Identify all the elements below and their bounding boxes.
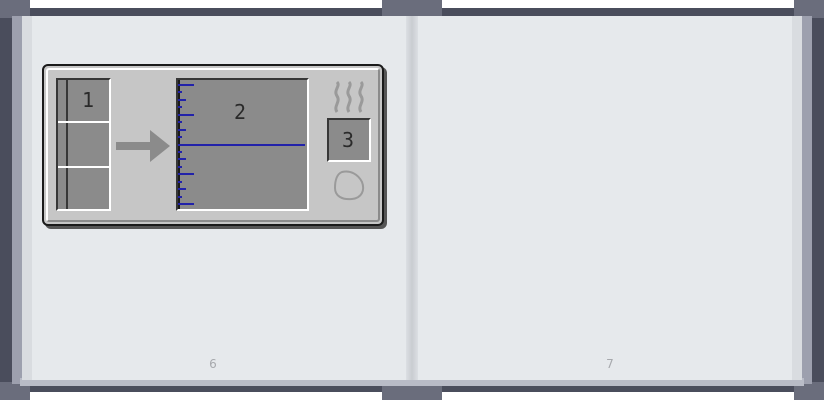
cover-spine-bottom <box>382 382 442 400</box>
right-page-edge <box>792 16 802 380</box>
cover-gap <box>32 0 380 8</box>
arrow-right-icon <box>116 130 170 162</box>
gauge-tick <box>178 114 194 116</box>
page-stack-left <box>12 16 22 384</box>
cover-spine-top <box>382 0 442 18</box>
gauge-tick <box>178 106 182 108</box>
book-cover-right <box>810 10 824 390</box>
gutter-shadow <box>406 16 418 380</box>
input-slots <box>56 78 111 211</box>
input-slot-label: 1 <box>82 88 95 112</box>
left-page-edge <box>22 16 32 380</box>
gauge-tick <box>178 136 182 138</box>
outline-blob-icon <box>333 170 365 201</box>
input-slot-separator <box>58 121 109 123</box>
tank-level-line <box>178 144 305 146</box>
cover-tl-corner <box>0 0 30 18</box>
gauge-tick <box>178 99 186 101</box>
cover-tr-corner <box>794 0 824 18</box>
right-page-number: 7 <box>606 357 614 371</box>
heat-waves-icon <box>334 80 364 113</box>
fuel-slot-label: 3 <box>342 128 355 152</box>
page-stack-bottom <box>20 378 804 386</box>
left-page-number: 6 <box>209 357 217 371</box>
gauge-tick <box>178 181 182 183</box>
gauge-tick <box>178 203 194 205</box>
output-tank-label: 2 <box>234 100 247 124</box>
right-page <box>416 16 802 380</box>
fuel-slot[interactable] <box>327 118 371 162</box>
page-stack-right <box>802 16 812 384</box>
gauge-tick <box>178 129 186 131</box>
cover-bl-corner <box>0 382 30 400</box>
cover-gap <box>444 392 792 400</box>
cover-gap <box>444 0 792 8</box>
cover-gap <box>32 392 380 400</box>
gauge-tick <box>178 84 194 86</box>
gauge-tick <box>178 196 182 198</box>
gauge-tick <box>178 173 194 175</box>
gauge-tick <box>178 158 186 160</box>
gauge-tick <box>178 91 182 93</box>
input-slot-divider <box>66 80 68 209</box>
gauge-tick <box>178 188 186 190</box>
input-slot-separator <box>58 166 109 168</box>
gauge-tick <box>178 166 182 168</box>
gauge-tick <box>178 121 182 123</box>
tank-gauge <box>178 80 307 209</box>
book-cover-left <box>0 10 14 390</box>
gauge-tick <box>178 151 182 153</box>
cover-br-corner <box>794 382 824 400</box>
